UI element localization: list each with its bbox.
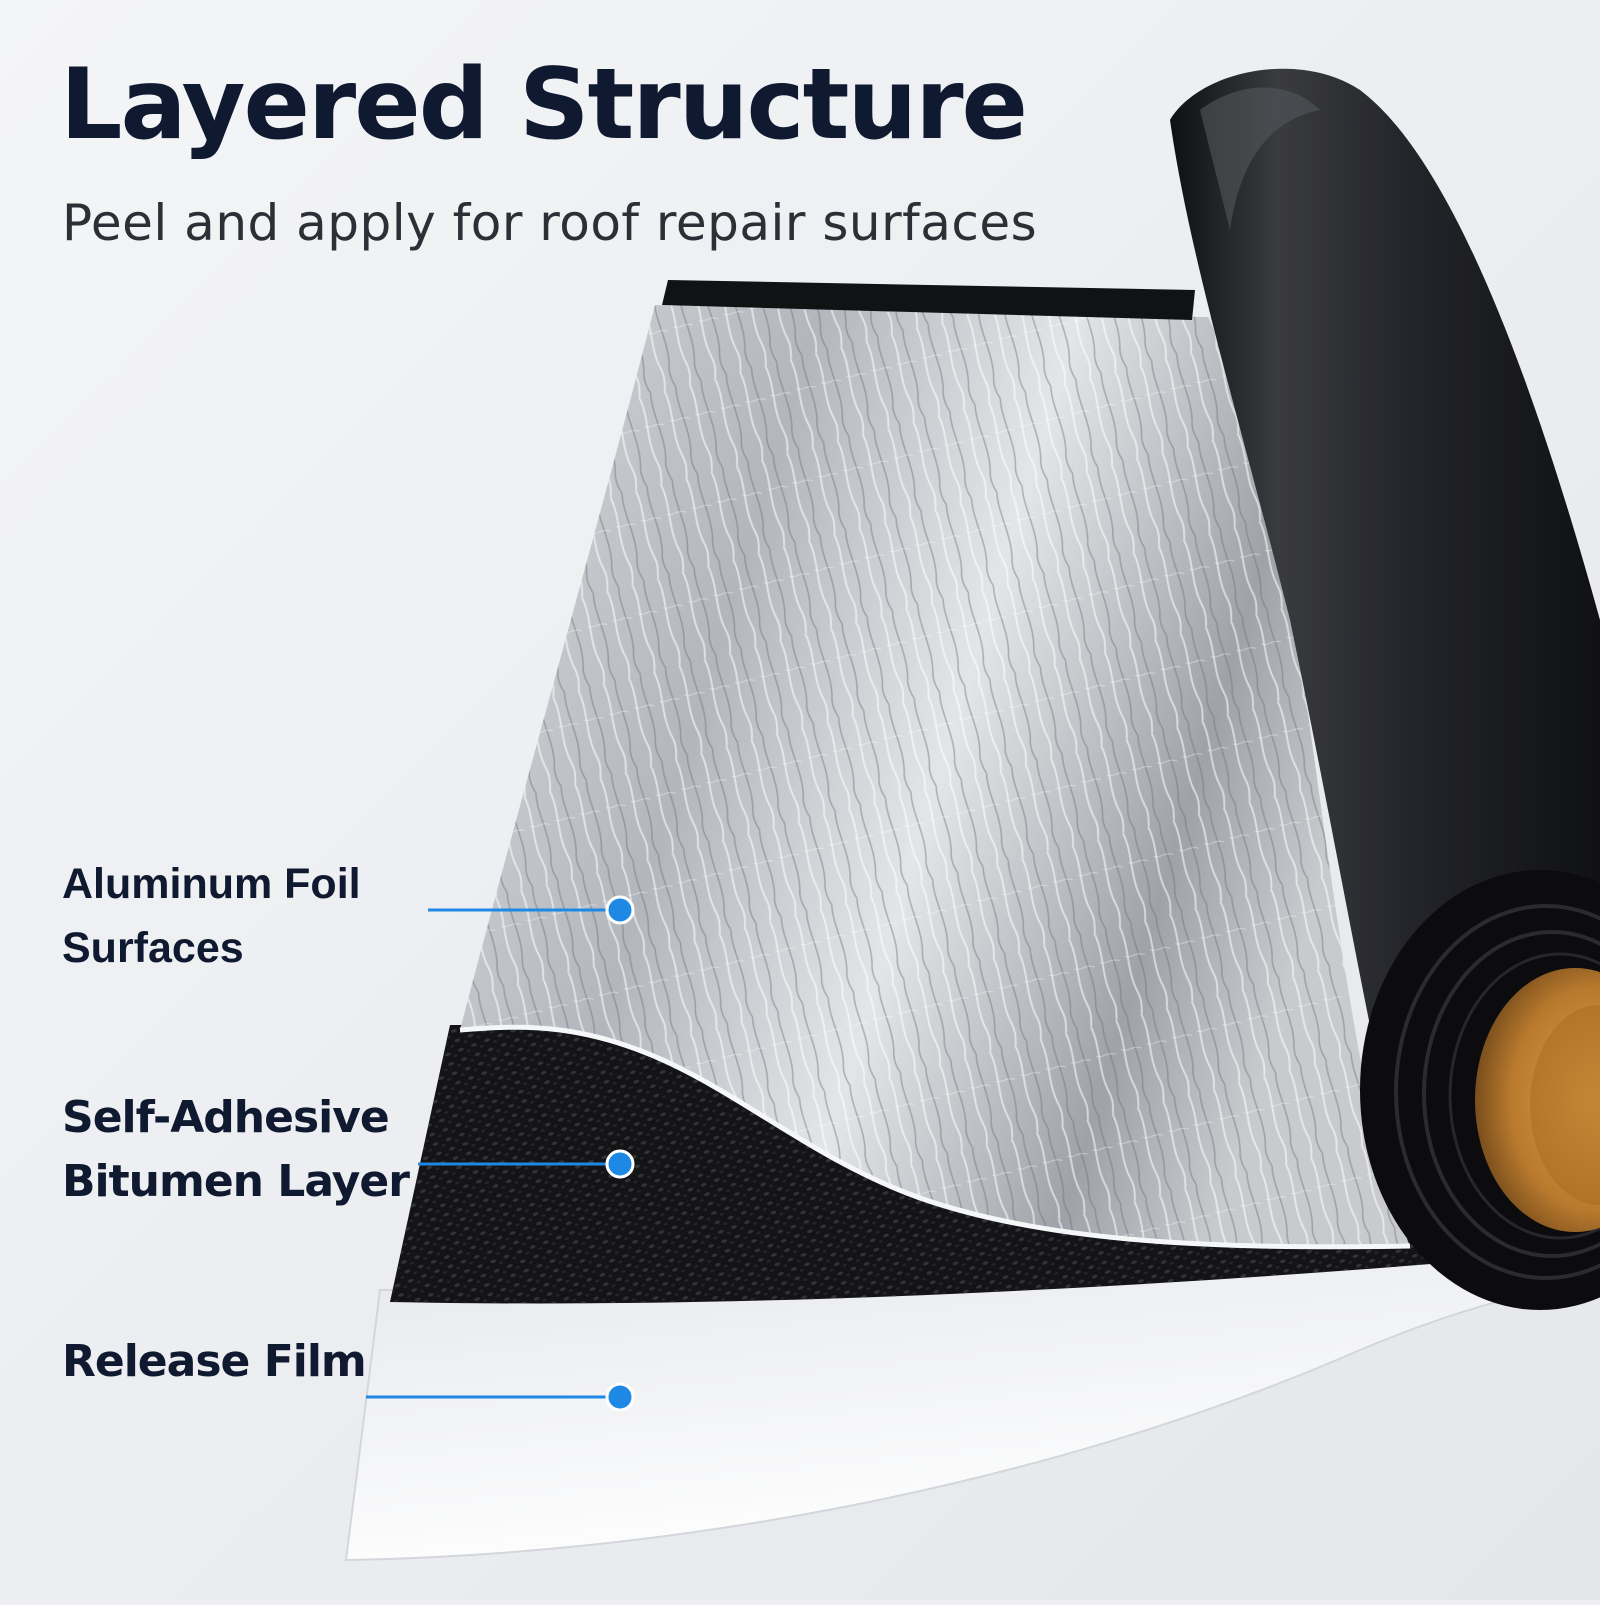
label-release-film: Release Film bbox=[62, 1336, 367, 1387]
roll-highlight bbox=[1200, 87, 1320, 230]
aluminum-foil-texture bbox=[460, 305, 1410, 1247]
callout-bitumen bbox=[418, 1149, 635, 1179]
callout-foil bbox=[428, 895, 635, 925]
foil-edge-highlight bbox=[459, 1024, 1411, 1250]
label-aluminum-foil: Aluminum Foil Surfaces bbox=[62, 860, 361, 972]
top-edge-strip bbox=[662, 280, 1195, 320]
callout-release bbox=[366, 1382, 635, 1412]
bitumen-texture bbox=[390, 1025, 1600, 1304]
page-subtitle: Peel and apply for roof repair surfaces bbox=[62, 194, 1038, 252]
page-title: Layered Structure bbox=[60, 48, 1028, 162]
label-bitumen-layer: Self-Adhesive Bitumen Layer bbox=[62, 1092, 410, 1207]
roll-end bbox=[1360, 870, 1600, 1310]
